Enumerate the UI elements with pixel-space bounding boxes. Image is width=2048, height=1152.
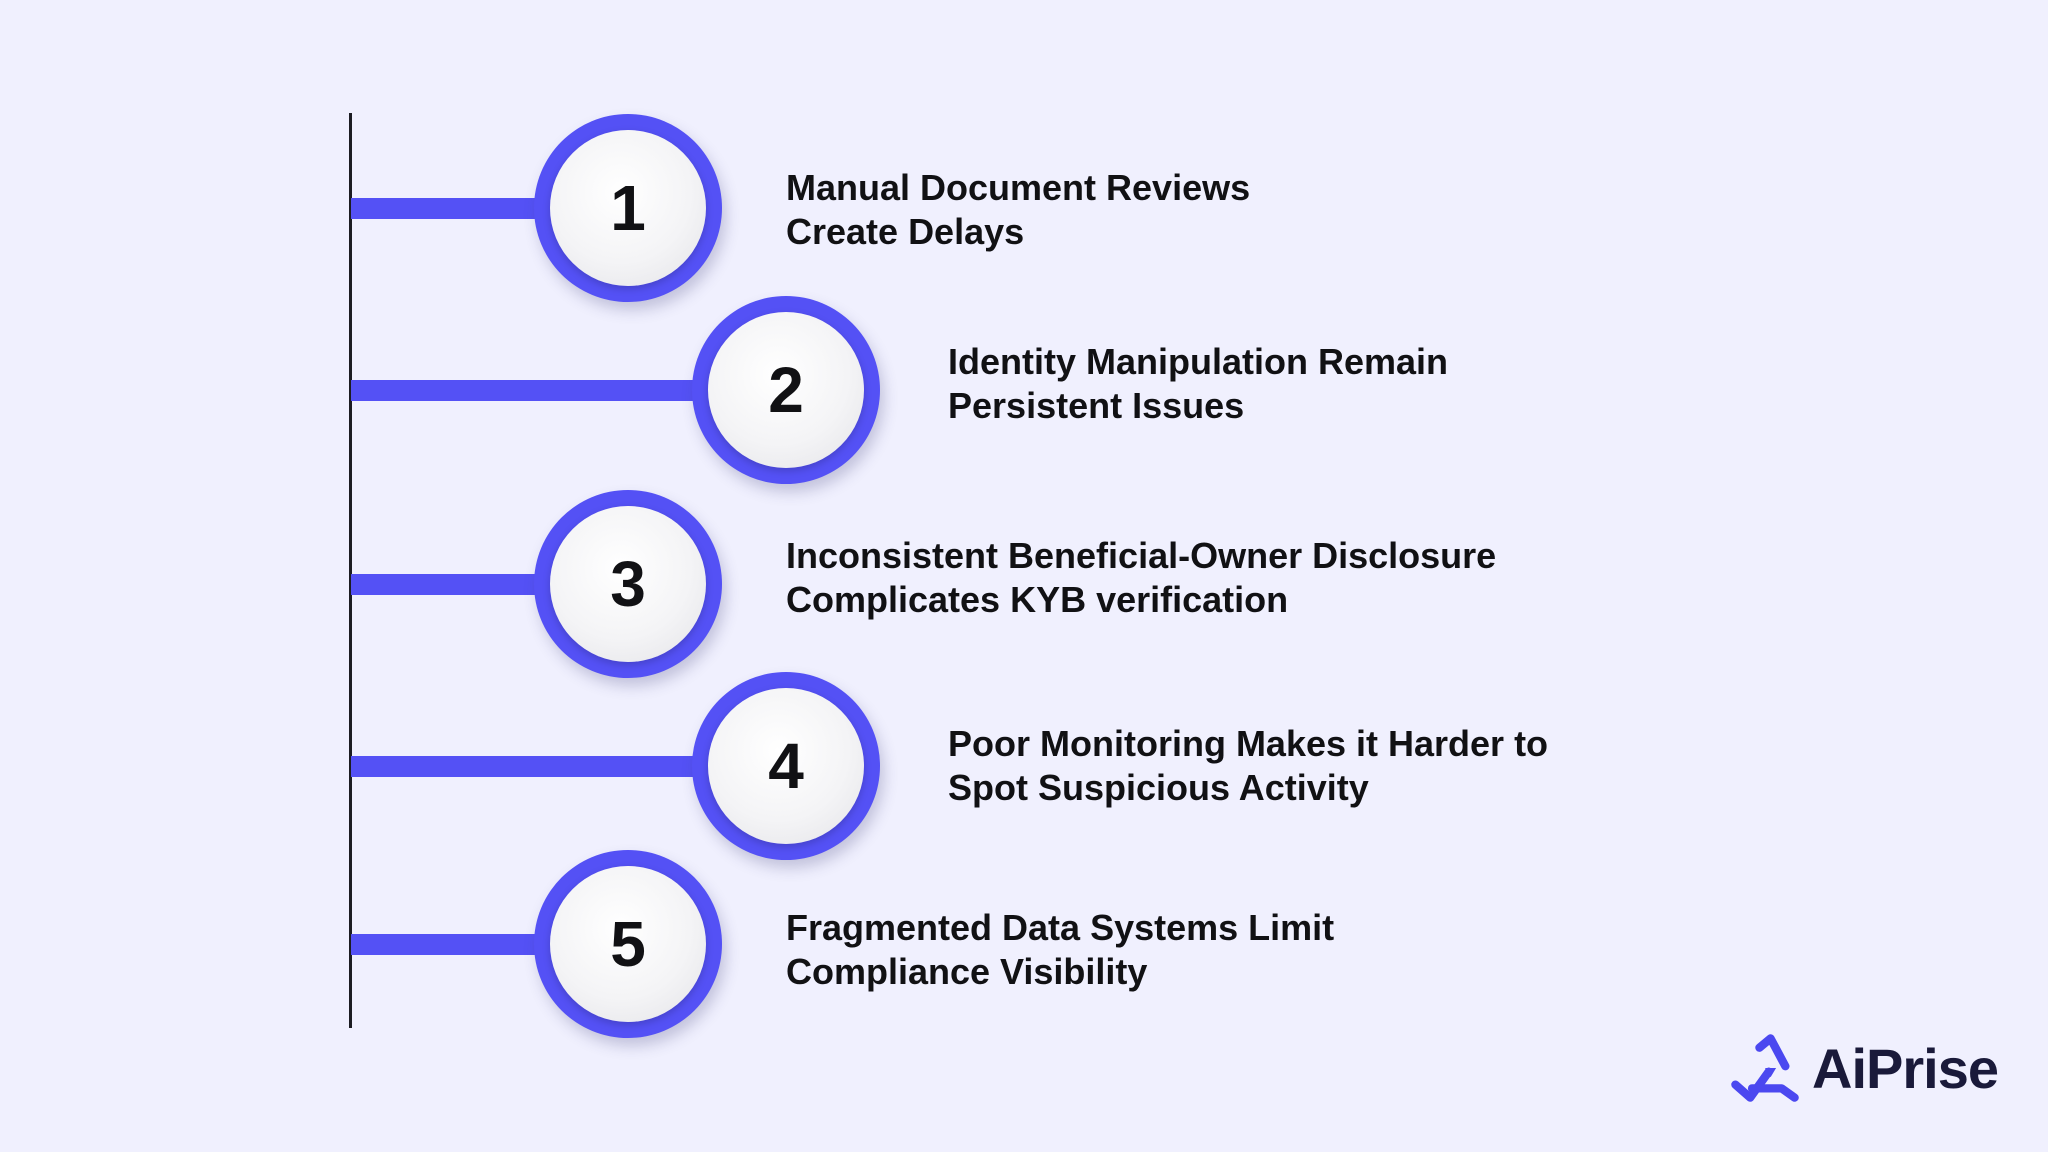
step-5-connector: [351, 934, 541, 955]
step-1-text-line-1: Manual Document Reviews: [786, 167, 1251, 208]
step-5-text: Fragmented Data Systems Limit Compliance…: [786, 906, 1334, 994]
step-5-text-line-2: Compliance Visibility: [786, 951, 1148, 992]
step-4-connector: [351, 756, 699, 777]
step-2-number: 2: [708, 312, 864, 468]
step-3-text: Inconsistent Beneficial-Owner Disclosure…: [786, 534, 1496, 622]
step-1-text-line-2: Create Delays: [786, 211, 1025, 252]
step-5-number: 5: [550, 866, 706, 1022]
step-4-text-line-2: Spot Suspicious Activity: [948, 767, 1369, 808]
step-4-number: 4: [708, 688, 864, 844]
aiprise-logo: AiPrise: [1728, 1030, 1999, 1106]
step-5-circle: 5: [534, 850, 722, 1038]
step-4-text-line-1: Poor Monitoring Makes it Harder to: [948, 723, 1549, 764]
step-3-text-line-1: Inconsistent Beneficial-Owner Disclosure: [786, 535, 1497, 576]
step-3-text-line-2: Complicates KYB verification: [786, 579, 1289, 620]
step-2-circle: 2: [692, 296, 880, 484]
logo-text: AiPrise: [1812, 1036, 1999, 1100]
step-2-text-line-1: Identity Manipulation Remain: [948, 341, 1449, 382]
step-2-text: Identity Manipulation Remain Persistent …: [948, 340, 1448, 428]
timeline-spine: [349, 113, 352, 1028]
step-2-connector: [351, 380, 699, 401]
step-3-connector: [351, 574, 541, 595]
step-2-text-line-2: Persistent Issues: [948, 385, 1245, 426]
step-1-number: 1: [550, 130, 706, 286]
step-3-circle: 3: [534, 490, 722, 678]
step-1-text: Manual Document Reviews Create Delays: [786, 166, 1250, 254]
step-4-circle: 4: [692, 672, 880, 860]
step-3-number: 3: [550, 506, 706, 662]
step-1-circle: 1: [534, 114, 722, 302]
step-4-text: Poor Monitoring Makes it Harder to Spot …: [948, 722, 1548, 810]
step-5-text-line-1: Fragmented Data Systems Limit: [786, 907, 1335, 948]
step-1-connector: [351, 198, 541, 219]
triangle-arrows-icon: [1731, 1034, 1799, 1102]
